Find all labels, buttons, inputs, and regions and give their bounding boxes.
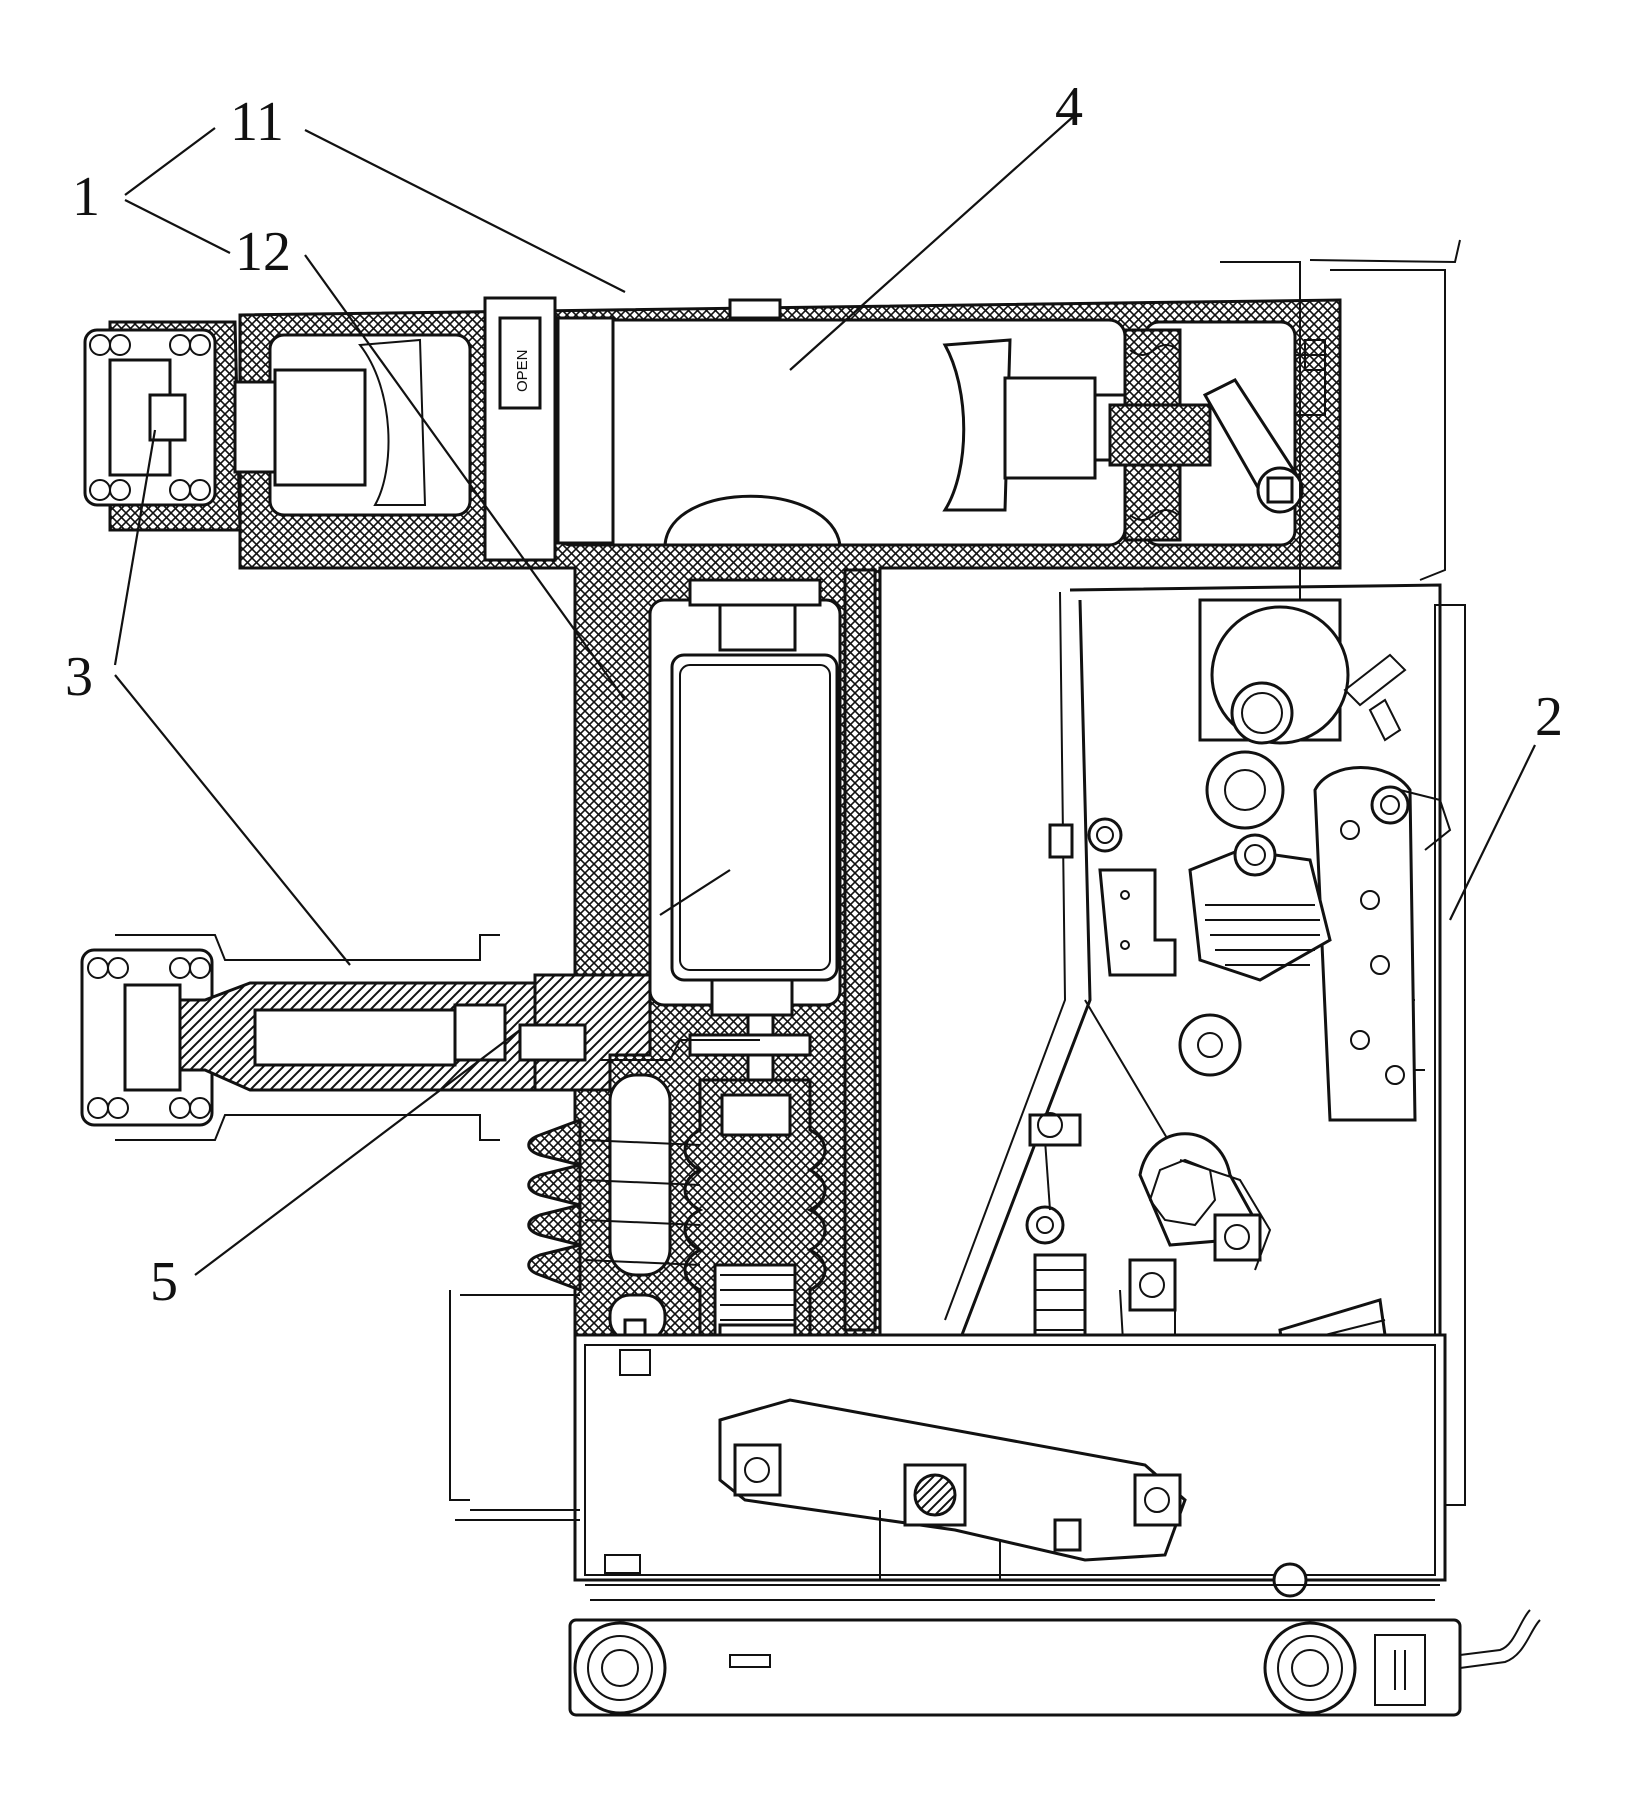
label-12: 12 <box>235 221 291 283</box>
reference-labels: 1 11 12 2 3 4 5 <box>65 76 1563 1313</box>
leader-3-top <box>113 429 157 666</box>
housing-top-window <box>728 298 782 320</box>
label-5: 5 <box>150 1251 178 1313</box>
vacuum-interrupter <box>659 653 839 1087</box>
open-indicator-text: OPEN <box>514 349 531 392</box>
top-right-bracket <box>1220 239 1461 600</box>
leader-4 <box>789 114 1076 371</box>
label-11: 11 <box>230 91 284 153</box>
upper-bellows <box>1108 328 1304 542</box>
leader-11 <box>304 129 626 293</box>
open-indicator: OPEN <box>483 296 615 562</box>
wheel-carriage <box>568 1609 1541 1717</box>
base-chassis <box>449 1290 1447 1601</box>
leader-5 <box>194 1029 521 1276</box>
label-4: 4 <box>1055 76 1083 138</box>
lower-spring-stack <box>683 1078 827 1345</box>
leader-lines <box>113 114 1536 1276</box>
leader-2 <box>1449 744 1536 921</box>
lower-terminal <box>80 934 760 1141</box>
label-1: 1 <box>72 166 100 228</box>
leader-1-to-11 <box>124 127 216 196</box>
label-3: 3 <box>65 646 93 708</box>
leader-1-to-12 <box>124 199 231 254</box>
upper-terminal <box>83 320 427 532</box>
leader-12 <box>304 254 626 701</box>
leader-3-bottom <box>114 674 351 966</box>
label-2: 2 <box>1535 686 1563 748</box>
